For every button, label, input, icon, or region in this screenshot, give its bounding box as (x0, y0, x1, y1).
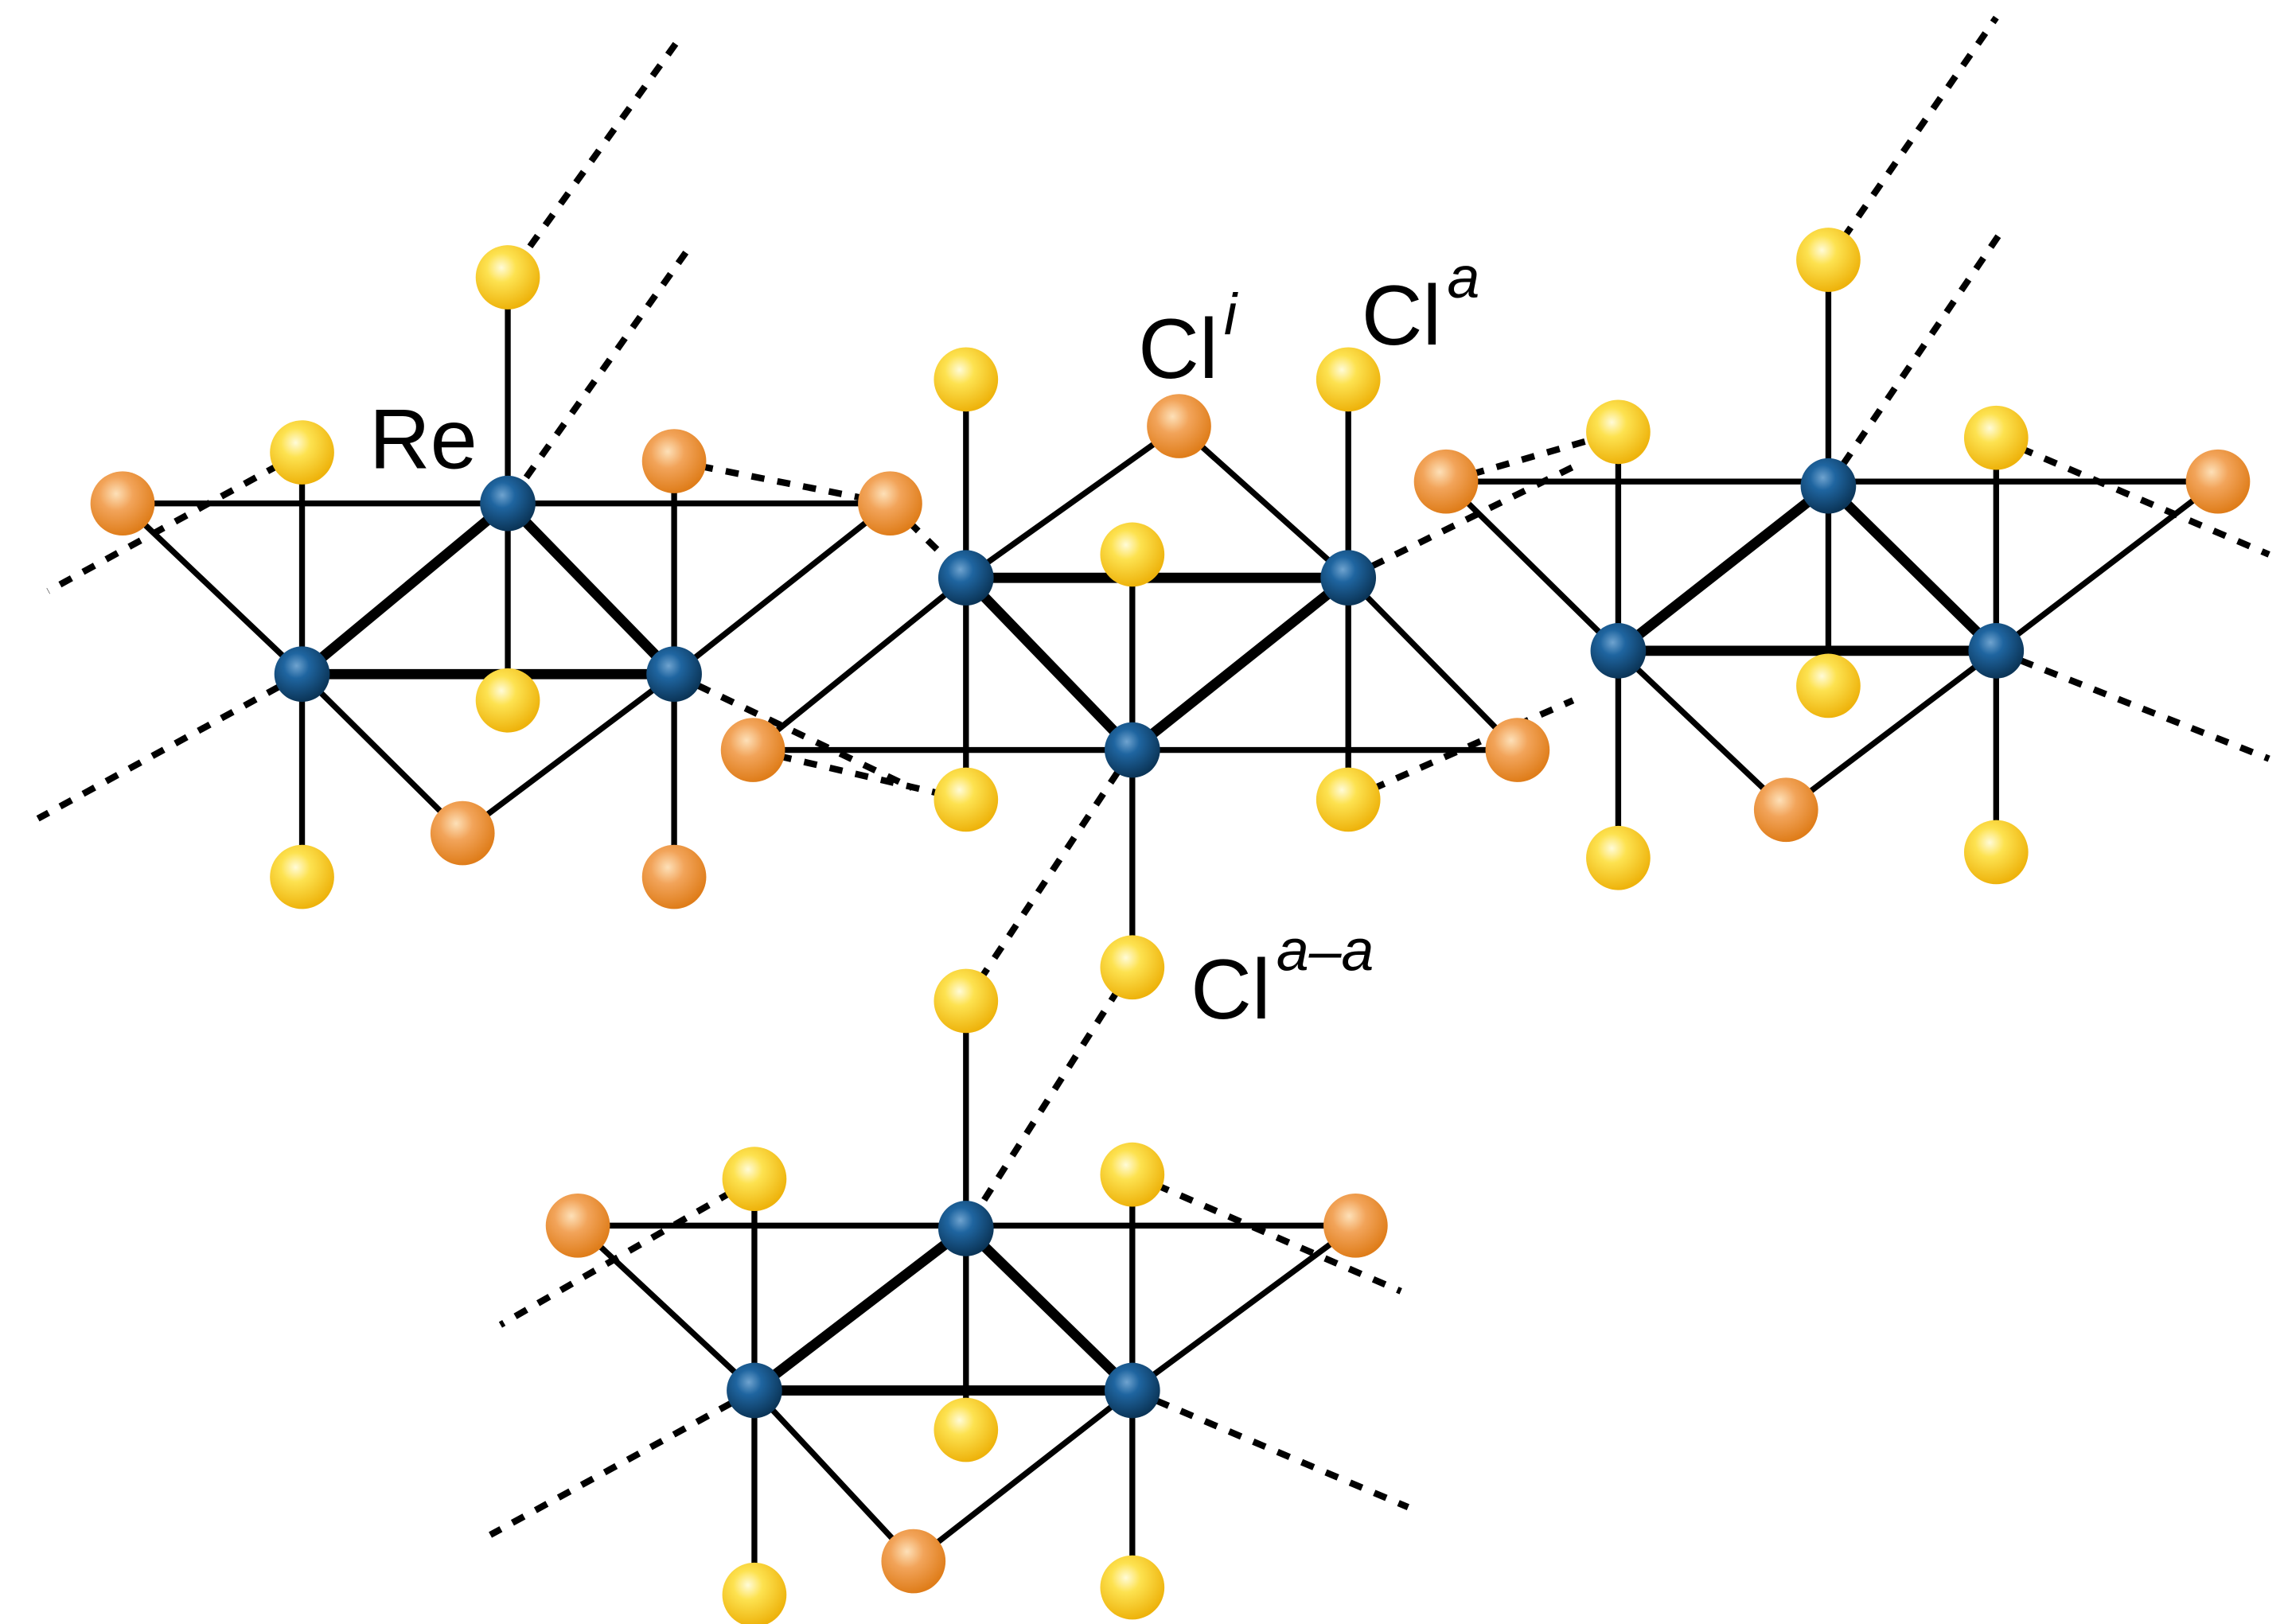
cluster-a-cl-inner-1 (858, 471, 922, 536)
cluster-c-cl-inner-0 (1413, 449, 1479, 514)
cluster-d-dash-4 (489, 1387, 756, 1538)
cluster-a-dash-3 (673, 458, 891, 507)
cluster-c-re-atom-0 (1800, 458, 1857, 514)
cluster-d-cl-apical-upper-0 (934, 968, 999, 1034)
cluster-c-re-atom-1 (1590, 623, 1647, 679)
cluster-a-re-atom-0 (480, 475, 536, 532)
cluster-c-cl-inner-2 (1753, 777, 1818, 843)
cluster-c-cl-apical-upper-0 (1796, 228, 1861, 292)
cluster-d-cl-bond-4 (911, 1388, 1135, 1564)
cluster-d-dash-5 (1131, 1387, 1409, 1510)
re-label: Re (369, 392, 477, 487)
cluster-b-cl-apical-lower-2 (1100, 935, 1165, 1000)
cluster-c-dash-3 (1994, 434, 2270, 558)
cluster-d-re-re-bond-0 (751, 1224, 969, 1395)
cluster-b-cl-bond-4 (1346, 575, 1520, 753)
cluster-b-cl-bond-2 (750, 575, 969, 753)
cluster-d-dash-3 (1131, 1171, 1402, 1295)
cluster-c-re-re-bond-1 (1824, 482, 2000, 655)
cluster-a-re-re-bond-1 (504, 500, 678, 678)
cluster-b-re-atom-0 (937, 550, 994, 606)
cluster-a-dash-0 (505, 41, 679, 279)
cluster-d-cl-apical-upper-1 (722, 1147, 787, 1211)
cluster-d-re-re-bond-1 (962, 1225, 1136, 1395)
cluster-c-cl-bond-3 (1616, 648, 1788, 812)
cluster-a-re-re-bond-0 (298, 499, 512, 679)
cl-inner-label-base: Cl (1138, 302, 1218, 396)
cluster-a-re-atom-1 (274, 646, 330, 703)
cluster-b-cl-apical-lower-0 (934, 767, 999, 832)
cluster-b-re-re-bond-1 (962, 574, 1136, 754)
cluster-a-dash-4 (36, 671, 304, 822)
cluster-b-cl-apical-lower-1 (1316, 767, 1381, 832)
cluster-a-cl-inner-0 (90, 471, 155, 536)
cluster-c-cl-inner-1 (2185, 449, 2251, 514)
cluster-a-cl-apical-lower-0 (475, 668, 540, 733)
cluster-d-cl-bond-2 (1130, 1223, 1358, 1393)
cluster-b-cl-inner-1 (720, 718, 785, 782)
cluster-c-cl-bond-1 (1444, 479, 1620, 653)
atoms (90, 228, 2251, 1624)
cl-apical-label-base: Cl (1362, 268, 1441, 363)
cluster-a-dash-5 (672, 671, 914, 791)
cluster-b-dash-3 (752, 746, 967, 803)
cluster-a-cl-apical-upper-1 (270, 420, 334, 485)
cluster-b-cl-apical-upper-2 (1100, 522, 1165, 587)
cluster-b-re-atom-1 (1320, 550, 1377, 606)
cluster-d-re-atom-2 (1104, 1362, 1160, 1419)
cluster-a-cl-apical-lower-2 (641, 844, 707, 909)
cluster-d-dash-2 (498, 1176, 756, 1328)
cluster-d-re-atom-1 (727, 1362, 782, 1419)
cluster-b-cl-apical-upper-0 (934, 347, 999, 412)
cluster-b-cl-bond-1 (1177, 423, 1351, 580)
cluster-c-cl-apical-upper-1 (1586, 399, 1651, 465)
cluster-c-cl-apical-lower-1 (1586, 825, 1651, 890)
cluster-d-cl-inner-1 (1323, 1193, 1388, 1258)
cluster-c-cl-apical-upper-2 (1963, 405, 2029, 470)
cluster-a-cl-bond-2 (672, 500, 892, 677)
cluster-b-re-atom-2 (1104, 722, 1160, 778)
cl-apical-label-sup: a (1447, 245, 1479, 310)
cluster-c-cl-bond-2 (1994, 479, 2220, 653)
cluster-b-re-re-bond-2 (1128, 574, 1352, 754)
cluster-d-cl-bond-3 (752, 1388, 916, 1564)
cluster-d-cl-inner-0 (545, 1193, 610, 1258)
cluster-a-cl-apical-lower-1 (270, 844, 334, 909)
cluster-a-cl-bond-4 (461, 672, 676, 836)
cl-bridging-label-base: Cl (1191, 942, 1270, 1037)
cluster-d-cl-apical-upper-2 (1100, 1142, 1165, 1207)
cluster-a-dash-2 (46, 449, 304, 594)
cluster-b-cl-inner-2 (1485, 718, 1550, 782)
cluster-a-cl-bond-1 (120, 501, 305, 676)
cluster-b-cl-bond-0 (964, 423, 1181, 581)
cluster-c-cl-bond-4 (1784, 648, 1998, 812)
cluster-c-dash-4 (1994, 648, 2270, 762)
cluster-c-re-re-bond-0 (1615, 481, 1832, 655)
cluster-c-re-atom-2 (1968, 623, 2025, 679)
cluster-d-re-atom-0 (937, 1201, 994, 1256)
cluster-a-cl-apical-upper-2 (641, 429, 707, 493)
cluster-b-cl-apical-upper-1 (1316, 347, 1381, 412)
intercluster-dashed-lines (36, 15, 2270, 1538)
cluster-a-re-atom-2 (646, 646, 702, 703)
cluster-b-cl-inner-0 (1147, 394, 1211, 458)
cluster-d-cl-bond-1 (575, 1223, 757, 1393)
cluster-d-cl-inner-2 (881, 1529, 946, 1594)
cl-inner-label-sup: i (1224, 282, 1238, 347)
cl-bridging-label-sup: a–a (1277, 917, 1374, 983)
cluster-a-cl-apical-upper-0 (475, 245, 540, 310)
cluster-c-cl-apical-lower-2 (1963, 820, 2029, 885)
cluster-a-cl-inner-2 (430, 800, 495, 866)
cluster-c-cl-apical-lower-0 (1796, 653, 1861, 719)
cluster-d-cl-apical-lower-1 (722, 1562, 787, 1624)
cluster-d-cl-apical-lower-0 (934, 1397, 999, 1462)
cluster-c-dash-0 (1826, 15, 1999, 262)
cluster-a-cl-bond-3 (299, 672, 465, 835)
cluster-d-cl-apical-lower-2 (1100, 1555, 1165, 1620)
